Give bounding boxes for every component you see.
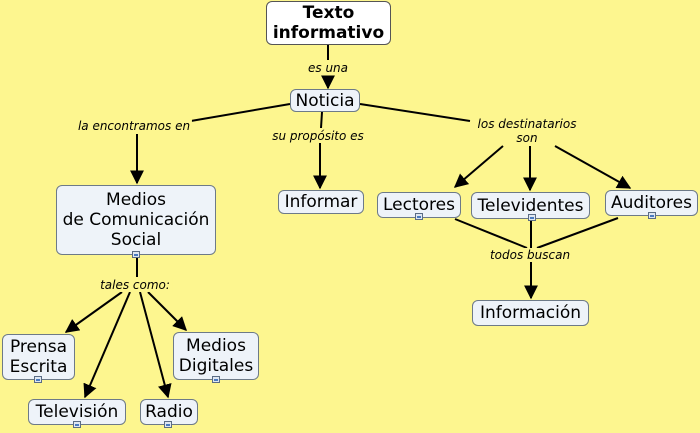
concept-prensa-escrita[interactable]: Prensa Escrita — [2, 334, 75, 380]
concept-medios-digitales[interactable]: Medios Digitales — [173, 332, 259, 380]
edge-talescomo-prensa — [64, 291, 123, 333]
resource-icon[interactable] — [132, 251, 140, 258]
concept-informar[interactable]: Informar — [278, 190, 364, 214]
link-label-su-proposito-es: su propósito es — [270, 129, 366, 143]
edge-noticia-proposito — [320, 111, 323, 129]
edge-noticia-destinatarios — [359, 103, 471, 122]
resource-icon[interactable] — [34, 376, 42, 383]
link-label-los-destinatarios-son: los destinatarios son — [475, 117, 579, 145]
edge-dest-lectores — [453, 145, 504, 188]
link-label-la-encontramos-en: la encontramos en — [75, 119, 193, 133]
edge-talescomo-radio — [139, 291, 172, 399]
edge-talescomo-television — [83, 291, 131, 399]
edge-auditores-buscan — [536, 217, 619, 249]
edge-noticia-encontramos — [184, 103, 291, 123]
resource-icon[interactable] — [528, 214, 536, 221]
resource-icon[interactable] — [73, 421, 81, 428]
concept-texto-informativo[interactable]: Texto informativo — [266, 1, 391, 45]
edge-talescomo-digitales — [147, 291, 187, 331]
link-label-tales-como: tales como: — [98, 278, 172, 292]
concept-informacion[interactable]: Información — [472, 300, 589, 326]
resource-icon[interactable] — [648, 212, 656, 219]
resource-icon[interactable] — [164, 421, 172, 428]
concept-medios-comunicacion-social[interactable]: Medios de Comunicación Social — [56, 185, 216, 255]
resource-icon[interactable] — [212, 376, 220, 383]
link-label-todos-buscan: todos buscan — [487, 248, 573, 262]
resource-icon[interactable] — [415, 213, 423, 220]
link-label-es-una: es una — [305, 61, 351, 75]
edge-dest-auditores — [554, 145, 632, 189]
concept-noticia[interactable]: Noticia — [290, 89, 360, 112]
edge-lectores-buscan — [454, 218, 528, 249]
concept-auditores[interactable]: Auditores — [605, 190, 698, 216]
